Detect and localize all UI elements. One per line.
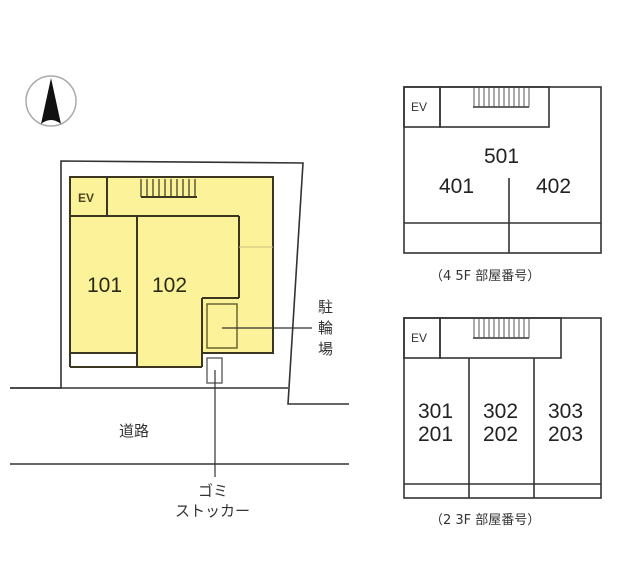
ev-label-45f: EV xyxy=(411,100,427,114)
room-402-label: 402 xyxy=(536,175,571,198)
garbage-stocker-label-2: ストッカー xyxy=(175,502,250,520)
room-202-label: 202 xyxy=(483,423,518,446)
building-footprint xyxy=(69,176,312,477)
bicycle-parking-area xyxy=(206,303,238,349)
ev-label-site: EV xyxy=(78,191,94,205)
room-203-label: 203 xyxy=(548,423,583,446)
stairs-icon xyxy=(473,88,530,108)
road xyxy=(10,387,349,465)
garbage-stocker-label-1: ゴミ xyxy=(198,482,228,500)
room-501-label: 501 xyxy=(484,145,519,168)
road-label: 道路 xyxy=(119,422,149,440)
room-201-label: 201 xyxy=(418,423,453,446)
bicycle-parking-label-2: 輪 xyxy=(318,319,333,337)
bicycle-parking-label-1: 駐 xyxy=(318,298,333,316)
room-302-label: 302 xyxy=(483,400,518,423)
caption-23f: （2 3F 部屋番号） xyxy=(430,513,540,528)
floor-plan-2-3f xyxy=(403,317,602,499)
stairs-icon xyxy=(140,179,197,198)
ev-label-23f: EV xyxy=(411,331,427,345)
caption-45f: （4 5F 部屋番号） xyxy=(430,269,540,284)
room-303-label: 303 xyxy=(548,400,583,423)
room-101-label: 101 xyxy=(87,274,122,297)
stairs-icon xyxy=(473,319,530,339)
floor-plan-4-5f xyxy=(403,86,602,254)
room-301-label: 301 xyxy=(418,400,453,423)
room-102-label: 102 xyxy=(152,274,187,297)
bicycle-parking-label-3: 場 xyxy=(318,340,333,358)
room-401-label: 401 xyxy=(439,175,474,198)
north-arrow-icon xyxy=(25,75,77,127)
